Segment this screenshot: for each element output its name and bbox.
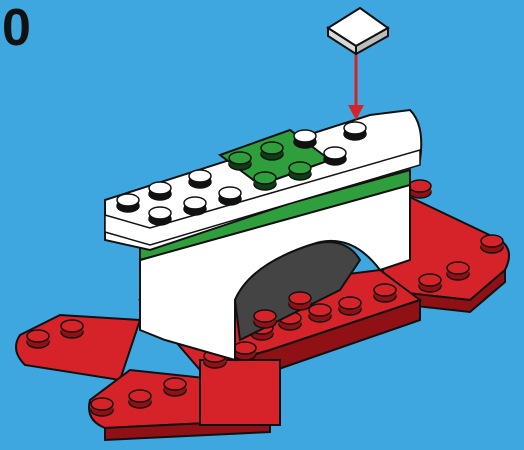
white-tile [328,8,388,54]
down-arrow [348,55,364,120]
